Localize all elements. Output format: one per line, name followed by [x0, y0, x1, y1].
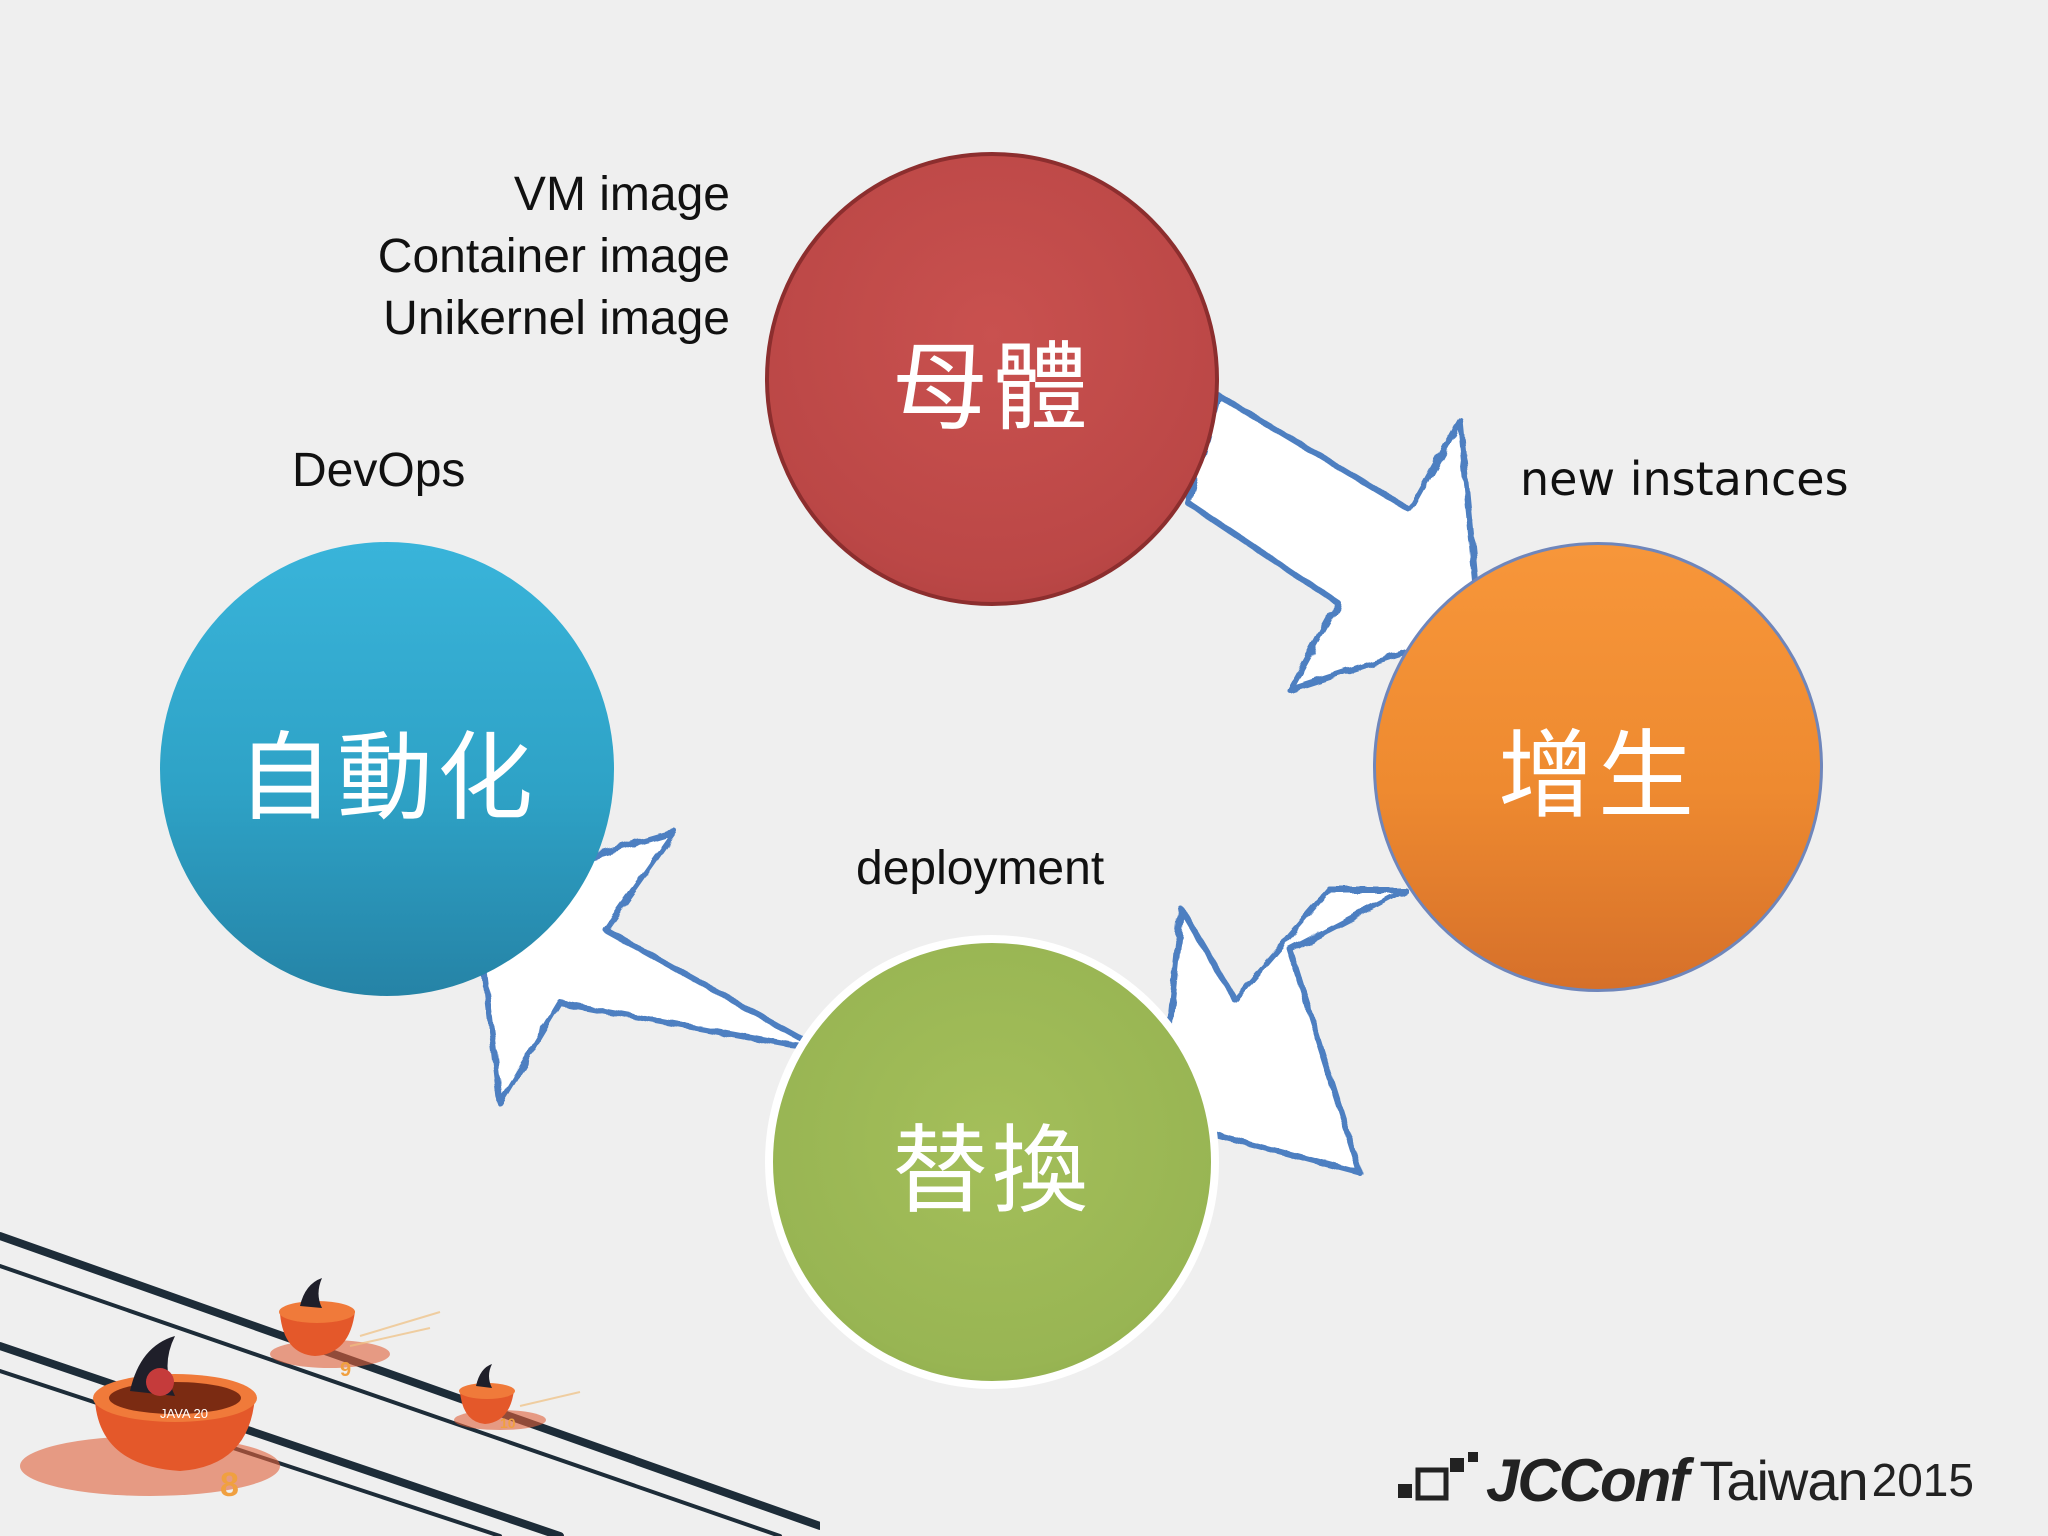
annotation-new-instances: new instances	[1520, 452, 1849, 506]
brand-region: Taiwan	[1699, 1448, 1868, 1512]
annotation-container-image: Container image	[377, 230, 730, 283]
node-replace-label: 替換	[892, 1114, 1092, 1227]
conference-brand: JCConf Taiwan 2015	[1396, 1440, 1974, 1520]
image-types-annotation: VM image Container image Unikernel image	[300, 164, 730, 350]
node-spawn-label: 增生	[1498, 719, 1698, 832]
mascot-badge: JAVA 20	[160, 1406, 208, 1421]
node-spawn: 增生	[1373, 542, 1823, 992]
mascot-number-9: 9	[340, 1359, 351, 1381]
annotation-devops: DevOps	[292, 444, 466, 497]
node-parent: 母體	[765, 152, 1219, 606]
mascot-number-10: 10	[500, 1415, 516, 1431]
node-automation: 自動化	[160, 542, 614, 996]
annotation-unikernel-image: Unikernel image	[383, 292, 730, 345]
node-replace: 替換	[765, 935, 1219, 1389]
annotation-deployment: deployment	[856, 842, 1105, 895]
node-automation-label: 自動化	[237, 721, 537, 834]
brand-year: 2015	[1871, 1454, 1974, 1506]
annotation-vm-image: VM image	[513, 168, 730, 221]
brand-name: JCConf	[1486, 1446, 1689, 1514]
arrow-parent-to-spawn	[1185, 392, 1483, 693]
jcconf-logo-icon	[1398, 1452, 1478, 1501]
java-mascot-illustration: JAVA 20 8 9 10	[0, 1232, 820, 1536]
arrow-spawn-to-replace	[1157, 887, 1408, 1176]
mascot-number-8: 8	[220, 1466, 239, 1504]
node-parent-label: 母體	[892, 331, 1092, 444]
